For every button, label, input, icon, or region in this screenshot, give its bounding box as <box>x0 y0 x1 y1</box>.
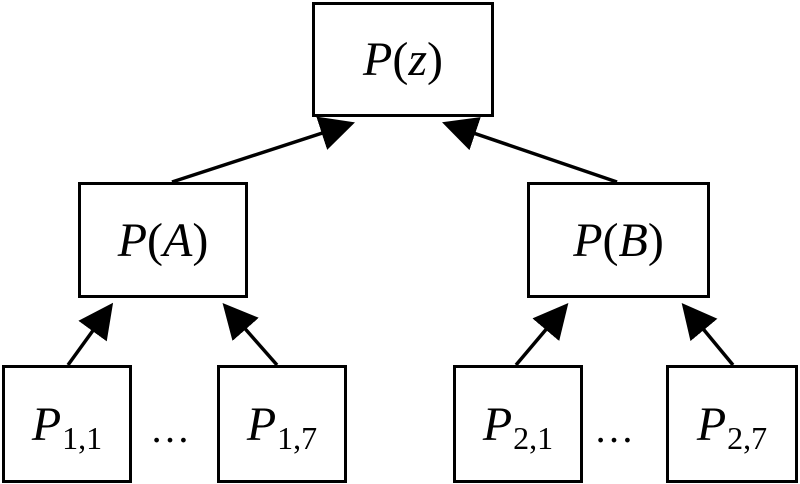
arrow-p21-to-b <box>514 302 569 367</box>
node-p-b-symbol: P <box>573 213 603 267</box>
node-p-2-1-symbol: P <box>482 397 513 451</box>
arrow-p17-to-a <box>222 303 279 367</box>
node-p-2-1-subscript: 2,1 <box>513 419 554 456</box>
node-p-b-close-paren: ) <box>647 213 664 267</box>
node-p-a-arg: A <box>163 213 193 267</box>
arrow-b-to-root <box>442 117 618 184</box>
ellipsis-left: … <box>150 406 192 451</box>
node-p-z-open-paren: ( <box>392 33 409 86</box>
node-p-z-arg: z <box>408 33 427 86</box>
ellipsis-right: … <box>594 406 636 451</box>
node-p-a-symbol: P <box>117 213 148 267</box>
arrow-p11-to-a <box>66 302 114 367</box>
node-p-2-7-symbol: P <box>696 397 727 451</box>
node-p-1-7-subscript: 1,7 <box>277 419 318 456</box>
node-p-1-1-subscript: 1,1 <box>62 419 103 456</box>
node-p-b-arg: B <box>618 213 648 267</box>
node-p-1-1-symbol: P <box>31 397 62 451</box>
node-p-z-close-paren: ) <box>427 33 443 86</box>
node-p-z-symbol: P <box>363 33 393 86</box>
node-p-a-open-paren: ( <box>147 213 163 267</box>
node-p-b-open-paren: ( <box>602 213 619 267</box>
node-p-b: P(B) <box>527 182 710 298</box>
node-p-z: P(z) <box>312 2 494 117</box>
arrow-p27-to-b <box>681 302 735 367</box>
arrow-a-to-root <box>171 116 355 184</box>
node-p-2-7-subscript: 2,7 <box>727 419 768 456</box>
node-p-a: P(A) <box>78 182 248 298</box>
node-p-1-7-symbol: P <box>246 397 277 451</box>
node-p-a-close-paren: ) <box>192 213 209 267</box>
